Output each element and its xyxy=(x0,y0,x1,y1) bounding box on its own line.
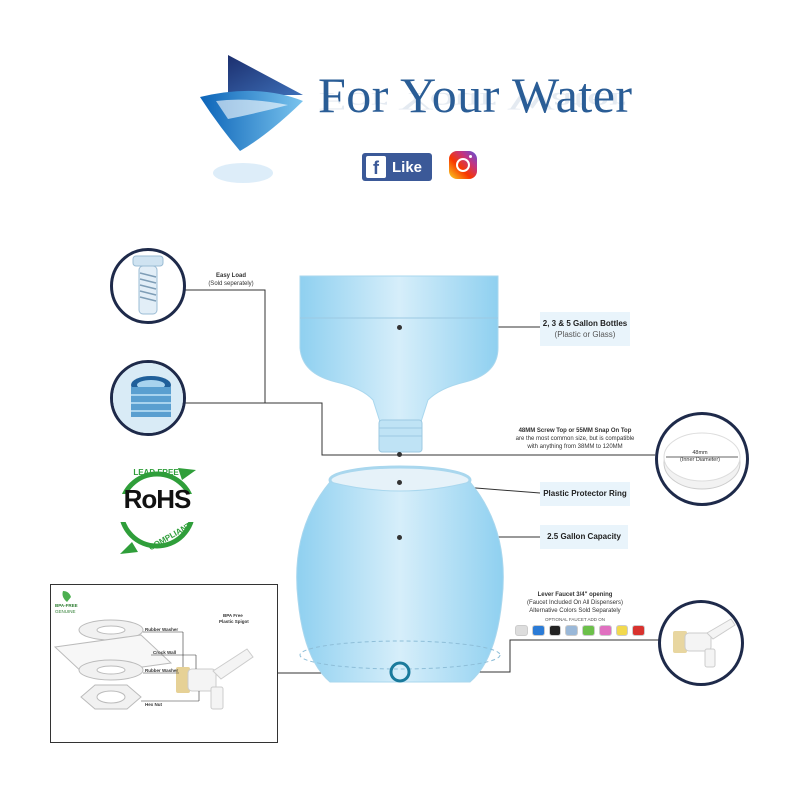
protector-ring-title: Plastic Protector Ring xyxy=(543,489,627,499)
like-label: Like xyxy=(392,158,423,176)
bottle-marker xyxy=(397,325,402,330)
screw-top-note: 48MM Screw Top or 55MM Snap On Top are t… xyxy=(500,428,650,451)
bottle-neck-circle xyxy=(110,360,186,436)
faucet-color-options xyxy=(515,625,645,637)
bottles-label: 2, 3 & 5 Gallon Bottles (Plastic or Glas… xyxy=(540,312,630,346)
rohs-top: LEAD FREE xyxy=(133,468,179,477)
spigot-parts-illustration xyxy=(53,619,254,710)
faucet-title: Lever Faucet 3/4" opening xyxy=(537,592,613,598)
screw-top-line1: are the most common size, but is compati… xyxy=(515,435,635,442)
faucet-hole xyxy=(389,661,411,683)
bpa-badge-top: BPA-FREE xyxy=(55,603,78,608)
screw-top-line2: with anything from 38MM to 120MM xyxy=(527,443,623,450)
screw-top-title: 48MM Screw Top or 55MM Snap On Top xyxy=(518,428,632,434)
instagram-icon[interactable] xyxy=(449,151,477,179)
water-crock xyxy=(296,481,504,683)
bpa-free-leaf-icon xyxy=(62,591,71,602)
easy-load-label: Easy Load (Sold seperately) xyxy=(196,273,266,289)
hex-nut-label: Hex Nut xyxy=(145,702,163,707)
rubber-washer-1-label: Rubber Washer xyxy=(145,627,179,632)
faucet-color-swatch[interactable] xyxy=(515,625,528,636)
neck-marker xyxy=(397,452,402,457)
brand-name: For Your Water xyxy=(318,67,633,123)
spigot-label-line2: Plastic Spigot xyxy=(219,619,249,624)
capacity-title: 2.5 Gallon Capacity xyxy=(547,532,621,542)
bpa-badge-bottom: GENUINE xyxy=(55,609,76,614)
easy-load-icon xyxy=(132,255,164,315)
easy-load-sub: (Sold seperately) xyxy=(208,280,254,287)
faucet-icon xyxy=(673,618,736,668)
spigot-assembly-inset: BPA-FREE GENUINE BPA Free Plastic Spigot… xyxy=(50,584,278,743)
water-bottle xyxy=(299,275,499,426)
faucet-color-swatch[interactable] xyxy=(615,625,629,636)
faucet-line2: Alternative Colors Sold Separately xyxy=(529,607,621,614)
easy-load-title: Easy Load xyxy=(215,273,246,279)
faucet-color-swatch[interactable] xyxy=(598,625,612,636)
faucet-line1: (Faucet Included On All Dispensers) xyxy=(526,599,624,606)
faucet-circle xyxy=(658,600,744,686)
facebook-icon: f xyxy=(366,156,386,178)
cap-size-label: 48mm (Inner Diameter) xyxy=(670,450,730,464)
faucet-color-swatch[interactable] xyxy=(531,625,545,636)
faucet-note: Lever Faucet 3/4" opening (Faucet Includ… xyxy=(500,592,650,615)
faucet-addon-label: OPTIONAL FAUCET ADD ON xyxy=(544,617,605,622)
protector-ring-label: Plastic Protector Ring xyxy=(540,482,630,506)
bottle-neck-icon xyxy=(113,363,183,433)
crock-wall-label: Crock Wall xyxy=(153,650,177,655)
faucet-color-swatch[interactable] xyxy=(582,625,595,636)
bottles-title: 2, 3 & 5 Gallon Bottles xyxy=(542,318,628,328)
rohs-badge-icon xyxy=(118,468,196,554)
capacity-marker xyxy=(397,535,402,540)
faucet-color-swatch[interactable] xyxy=(632,625,645,636)
cap-size-sub: (Inner Diameter) xyxy=(679,457,721,464)
cap-icon xyxy=(663,432,741,490)
easy-load-circle xyxy=(110,248,186,324)
ring-marker xyxy=(397,480,402,485)
dispenser-illustration xyxy=(296,275,504,683)
facebook-like-button[interactable]: f Like xyxy=(362,153,432,181)
capacity-label: 2.5 Gallon Capacity xyxy=(540,525,628,549)
cap-circle xyxy=(655,412,749,506)
spigot-label-line1: BPA Free xyxy=(223,613,243,618)
rubber-washer-2-label: Rubber Washer xyxy=(145,668,179,673)
rohs-mark: RoHS xyxy=(123,484,192,514)
bottles-sub: (Plastic or Glass) xyxy=(554,330,616,339)
cap-size-value: 48mm xyxy=(692,450,708,456)
brand-logo-icon xyxy=(200,55,303,183)
faucet-color-swatch[interactable] xyxy=(565,625,578,636)
faucet-color-swatch[interactable] xyxy=(548,625,562,636)
